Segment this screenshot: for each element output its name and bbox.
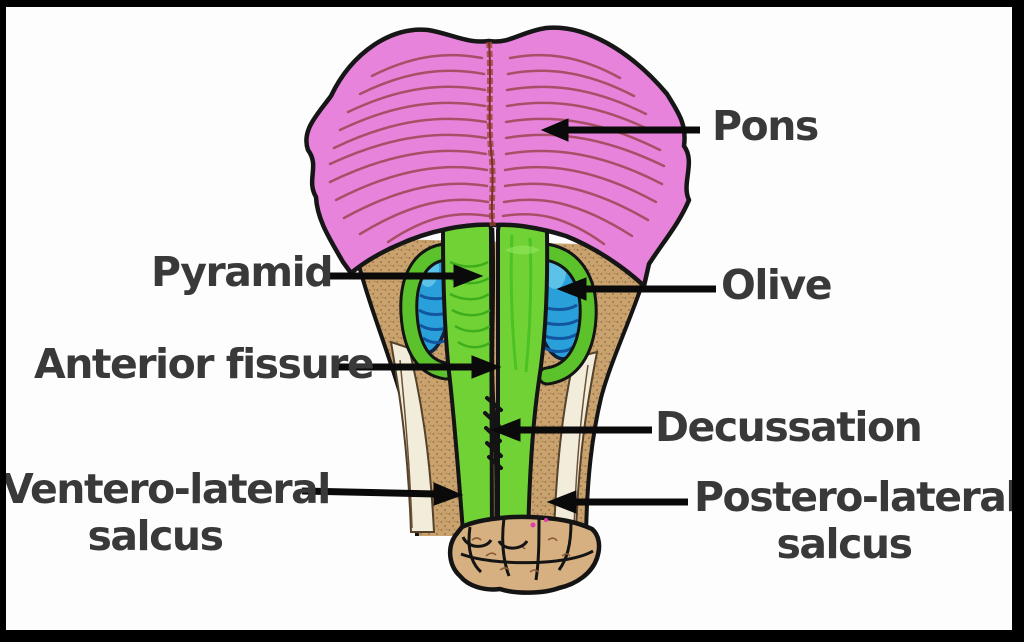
frame-bottom-edge [0, 630, 1024, 642]
olive-label: Olive [721, 261, 833, 309]
postero-lateral-salcus-line1: Postero-lateral [694, 473, 1020, 521]
frame-top-edge [0, 0, 1024, 7]
pyramid-loops [399, 242, 598, 386]
postero-lateral-salcus-label: Postero-lateral salcus [694, 473, 1020, 569]
pons-label: Pons [712, 102, 819, 150]
ventero-lateral-salcus-arrow [301, 482, 464, 506]
anterior-fissure-arrow [338, 355, 502, 379]
frame-left-edge [0, 0, 6, 642]
postero-lateral-salcus-line2: salcus [776, 520, 913, 569]
pons-shape [304, 25, 692, 289]
decussation-arrow [490, 418, 652, 442]
decussation-label: Decussation [655, 403, 923, 451]
anterior-median-fissure-line [483, 227, 503, 545]
olive-arrow [556, 277, 716, 301]
pyramid-label: Pyramid [151, 248, 334, 296]
pons-striations [328, 53, 666, 246]
pyramid-arrow [326, 264, 484, 288]
ventero-lateral-salcus-label: Ventero-lateral salcus [2, 465, 331, 561]
ventero-lateral-salcus-line2: salcus [87, 512, 224, 561]
anterior-fissure-label: Anterior fissure [34, 340, 375, 388]
ventero-lateral-salcus-line1: Ventero-lateral [2, 465, 331, 513]
postero-lateral-salcus-arrow [546, 490, 688, 514]
spinal-cord-stump [447, 514, 602, 595]
frame-right-edge [1012, 0, 1024, 642]
pons-arrow [540, 118, 700, 142]
arrows [301, 118, 716, 514]
